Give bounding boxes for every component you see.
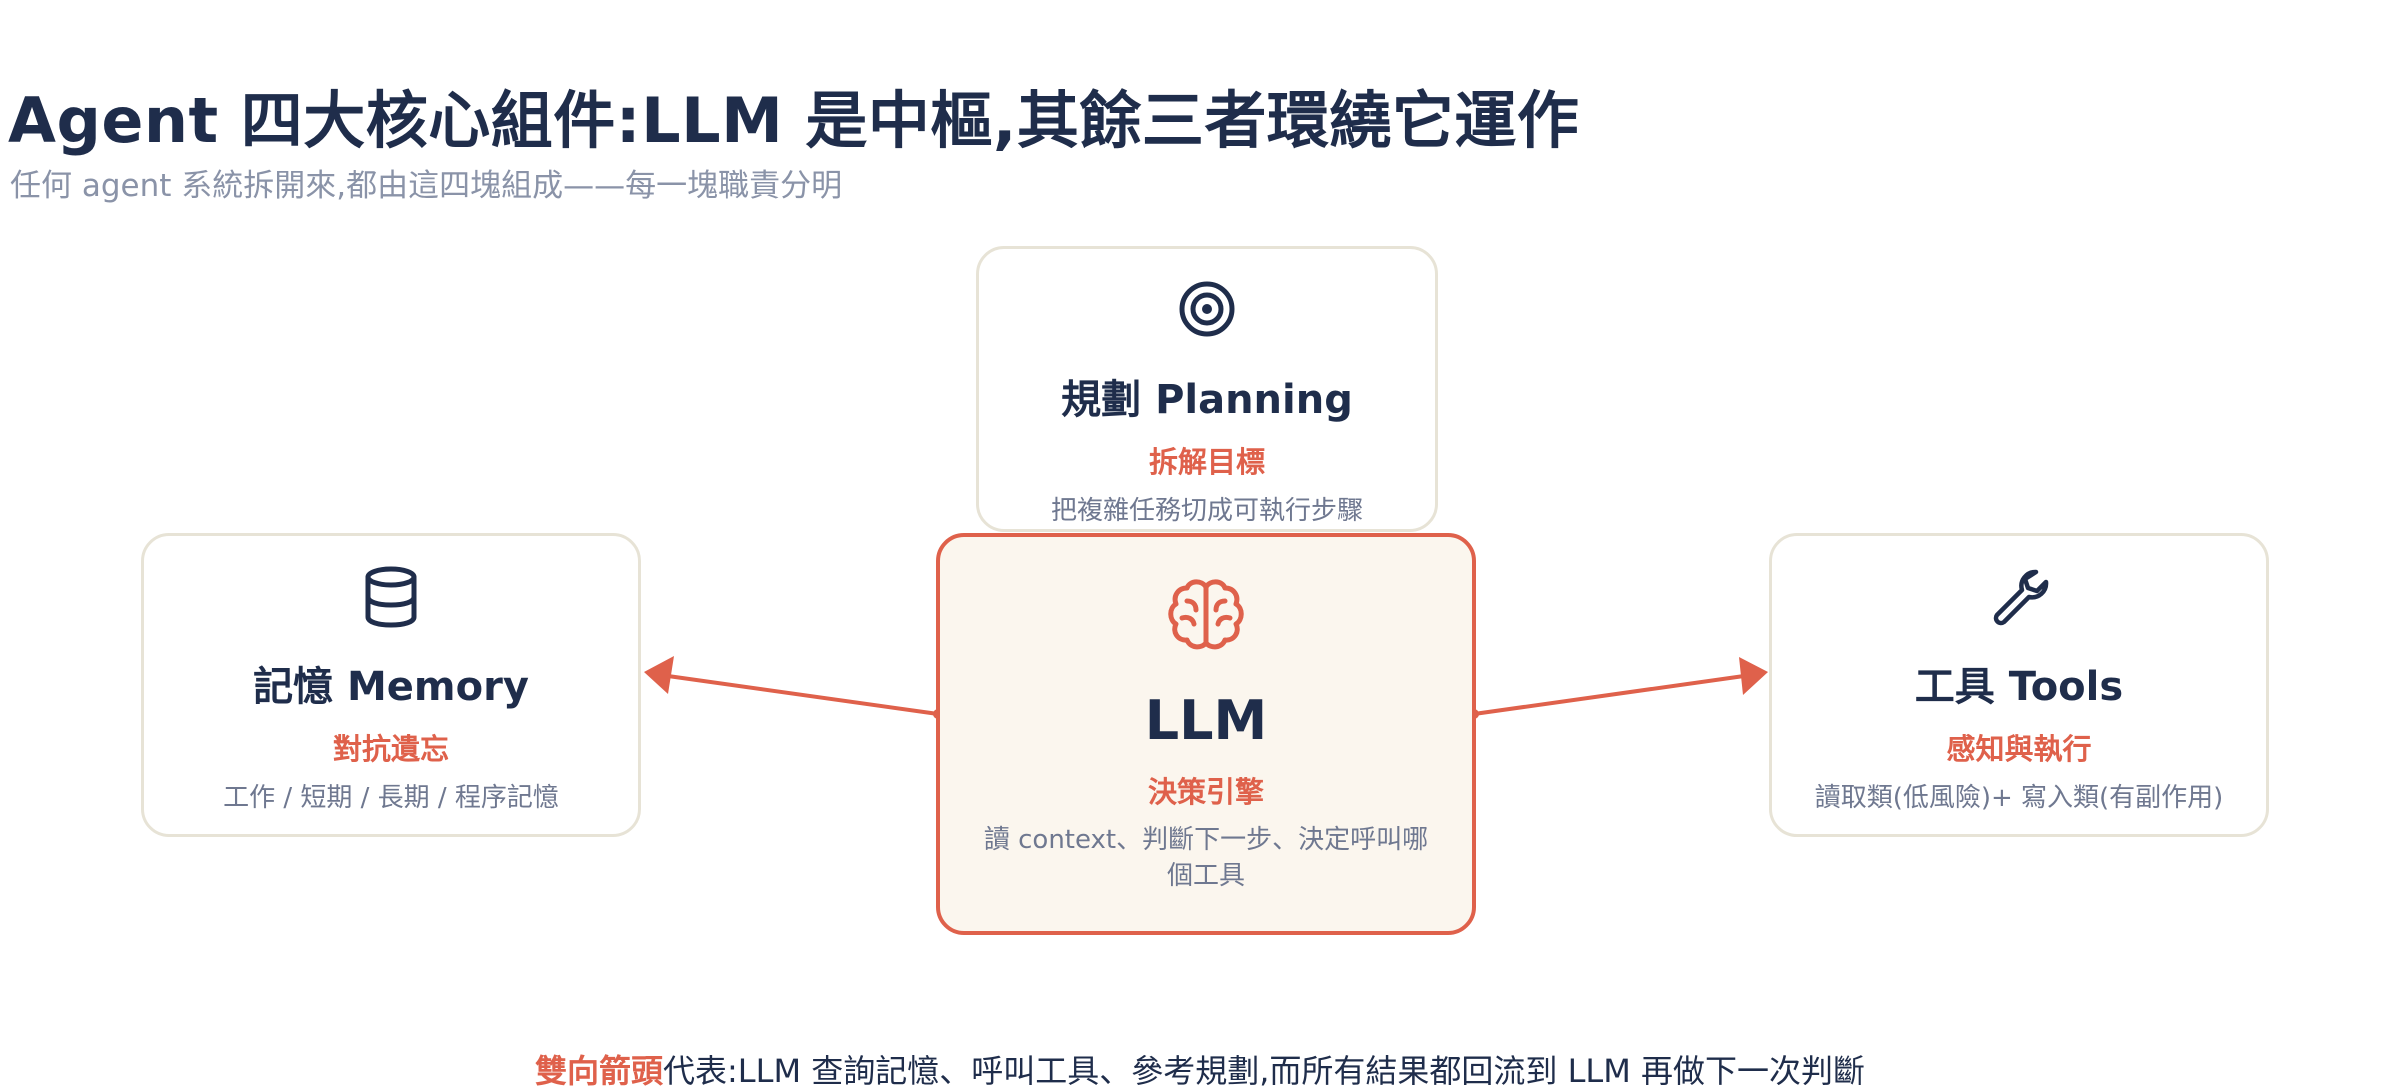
footer-highlight: 雙向箭頭 — [534, 1052, 663, 1090]
memory-role: 對抗遺忘 — [332, 732, 449, 766]
memory-description: 工作 / 短期 / 長期 / 程序記憶 — [223, 783, 559, 813]
footer-note: 雙向箭頭代表:LLM 查詢記憶、呼叫工具、參考規劃,而所有結果都回流到 LLM … — [0, 1046, 2400, 1092]
tools-description: 讀取類(低風險)+ 寫入類(有副作用) — [1814, 783, 2224, 813]
tools-card: 工具 Tools 感知與執行 讀取類(低風險)+ 寫入類(有副作用) — [1769, 533, 2269, 837]
llm-role: 決策引擎 — [1147, 775, 1264, 809]
arrowhead-memory — [644, 656, 674, 694]
llm-description: 讀 context、判斷下一步、決定呼叫哪個工具 — [983, 825, 1429, 891]
arrowhead-tools — [1739, 657, 1768, 695]
arrow-llm-to-memory — [644, 656, 943, 719]
page-subtitle: 任何 agent 系統拆開來,都由這四塊組成——每一塊職責分明 — [10, 168, 843, 204]
llm-title: LLM — [1144, 689, 1268, 752]
memory-title: 記憶 Memory — [253, 664, 529, 710]
memory-card: 記憶 Memory 對抗遺忘 工作 / 短期 / 長期 / 程序記憶 — [141, 533, 641, 837]
page-title: Agent 四大核心組件:LLM 是中樞,其餘三者環繞它運作 — [8, 84, 1580, 157]
arrow-llm-to-tools — [1469, 657, 1768, 719]
target-icon — [1179, 281, 1235, 337]
tools-title: 工具 Tools — [1914, 664, 2124, 710]
brain-icon — [1168, 579, 1244, 650]
planning-title: 規劃 Planning — [1061, 377, 1353, 423]
llm-card: LLM 決策引擎 讀 context、判斷下一步、決定呼叫哪個工具 — [936, 533, 1476, 935]
database-icon — [365, 566, 417, 628]
planning-card: 規劃 Planning 拆解目標 把複雜任務切成可執行步驟 — [976, 246, 1438, 532]
wrench-icon — [1993, 569, 2049, 626]
tools-role: 感知與執行 — [1946, 732, 2092, 766]
planning-role: 拆解目標 — [1148, 445, 1265, 479]
footer-text: 代表:LLM 查詢記憶、呼叫工具、參考規劃,而所有結果都回流到 LLM 再做下一… — [663, 1052, 1866, 1090]
planning-description: 把複雜任務切成可執行步驟 — [1050, 496, 1363, 526]
